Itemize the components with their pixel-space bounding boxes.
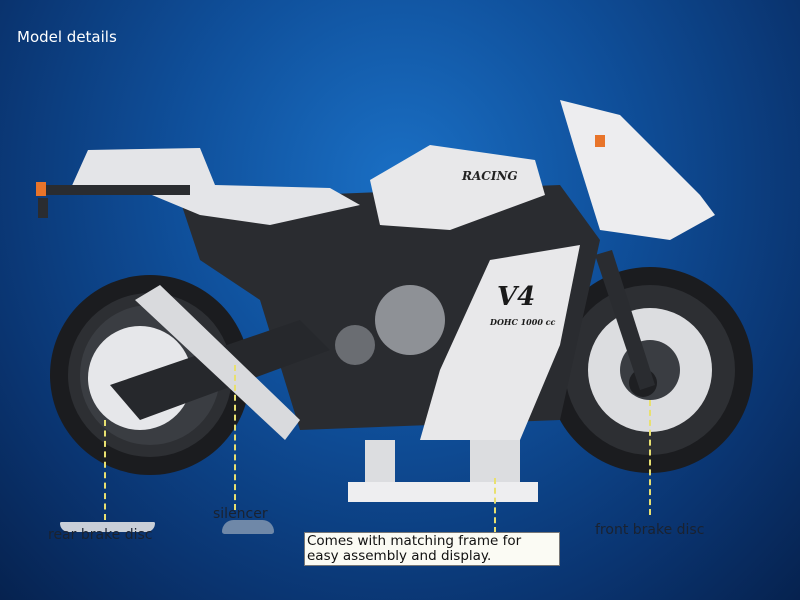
leader-frame [494,478,496,533]
rear-brake-disc-label: rear brake disc [48,527,153,543]
front-fork [595,250,655,390]
front-brake-disc-label: front brake disc [595,522,705,538]
dohc-label: DOHC 1000 cc [489,317,556,327]
leader-silencer [234,365,236,510]
display-stand [348,440,538,502]
racing-badge: RACING [461,169,518,183]
tail-section [70,148,360,225]
silencer-pipe [135,285,300,440]
side-panel [420,245,580,440]
label-patch [222,520,274,534]
silencer-label: silencer [213,506,268,522]
v4-label: V4 [497,282,535,312]
leader-front-brake-disc [649,400,651,515]
leader-rear-brake-disc [104,420,106,520]
label-patch [60,522,155,532]
page-title: Model details [17,28,117,46]
frame-note-label: Comes with matching frame for easy assem… [304,532,560,566]
fuel-tank [370,145,545,230]
